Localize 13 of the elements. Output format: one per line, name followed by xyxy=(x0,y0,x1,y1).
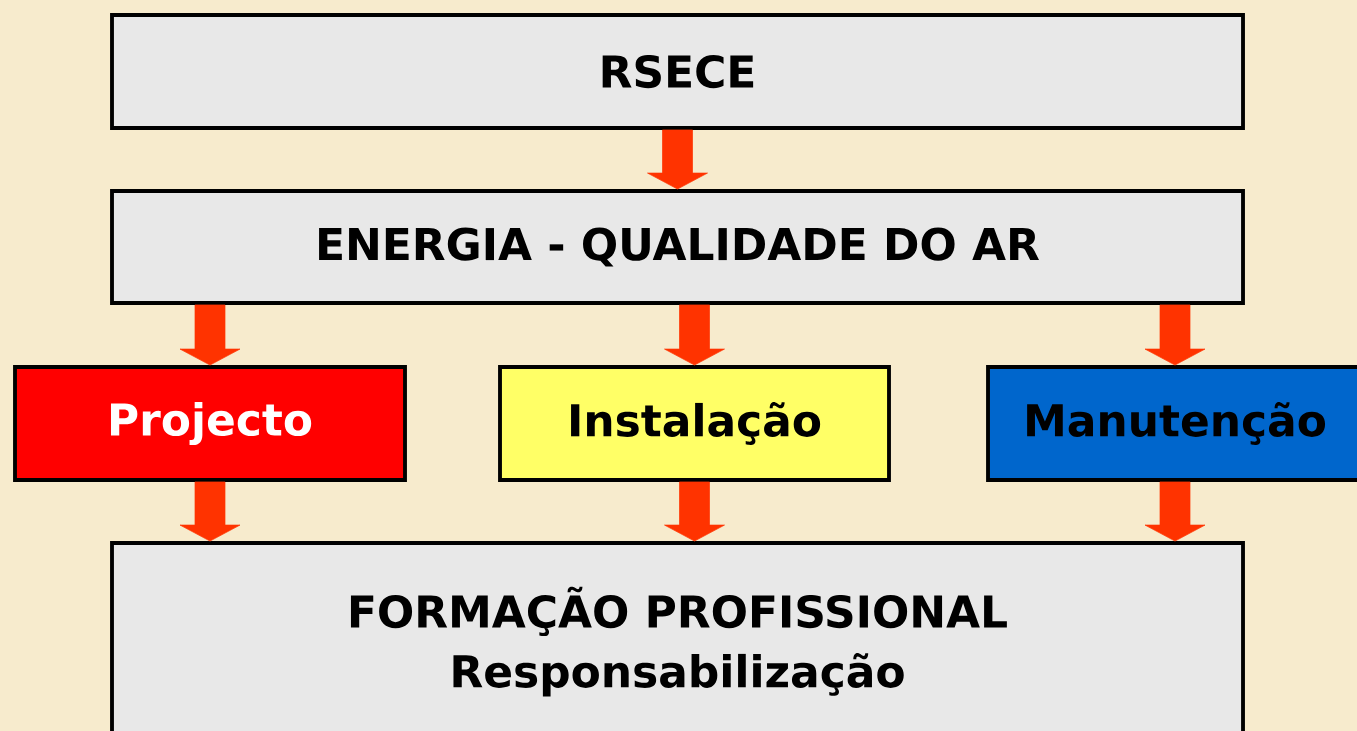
block-arrow xyxy=(1144,481,1206,542)
process-box: Manutenção xyxy=(986,365,1357,482)
block-arrow xyxy=(1144,304,1206,366)
block-arrow xyxy=(664,304,725,366)
block-arrow xyxy=(647,129,708,190)
result-box: FORMAÇÃO PROFISSIONAL Responsabilização xyxy=(110,541,1245,731)
block-arrow xyxy=(664,481,725,542)
title-box: RSECE xyxy=(110,13,1245,130)
process-box: Projecto xyxy=(13,365,407,482)
process-box: Instalação xyxy=(498,365,891,482)
block-arrow xyxy=(179,481,241,542)
block-arrow xyxy=(179,304,241,366)
process-box: ENERGIA - QUALIDADE DO AR xyxy=(110,189,1245,305)
